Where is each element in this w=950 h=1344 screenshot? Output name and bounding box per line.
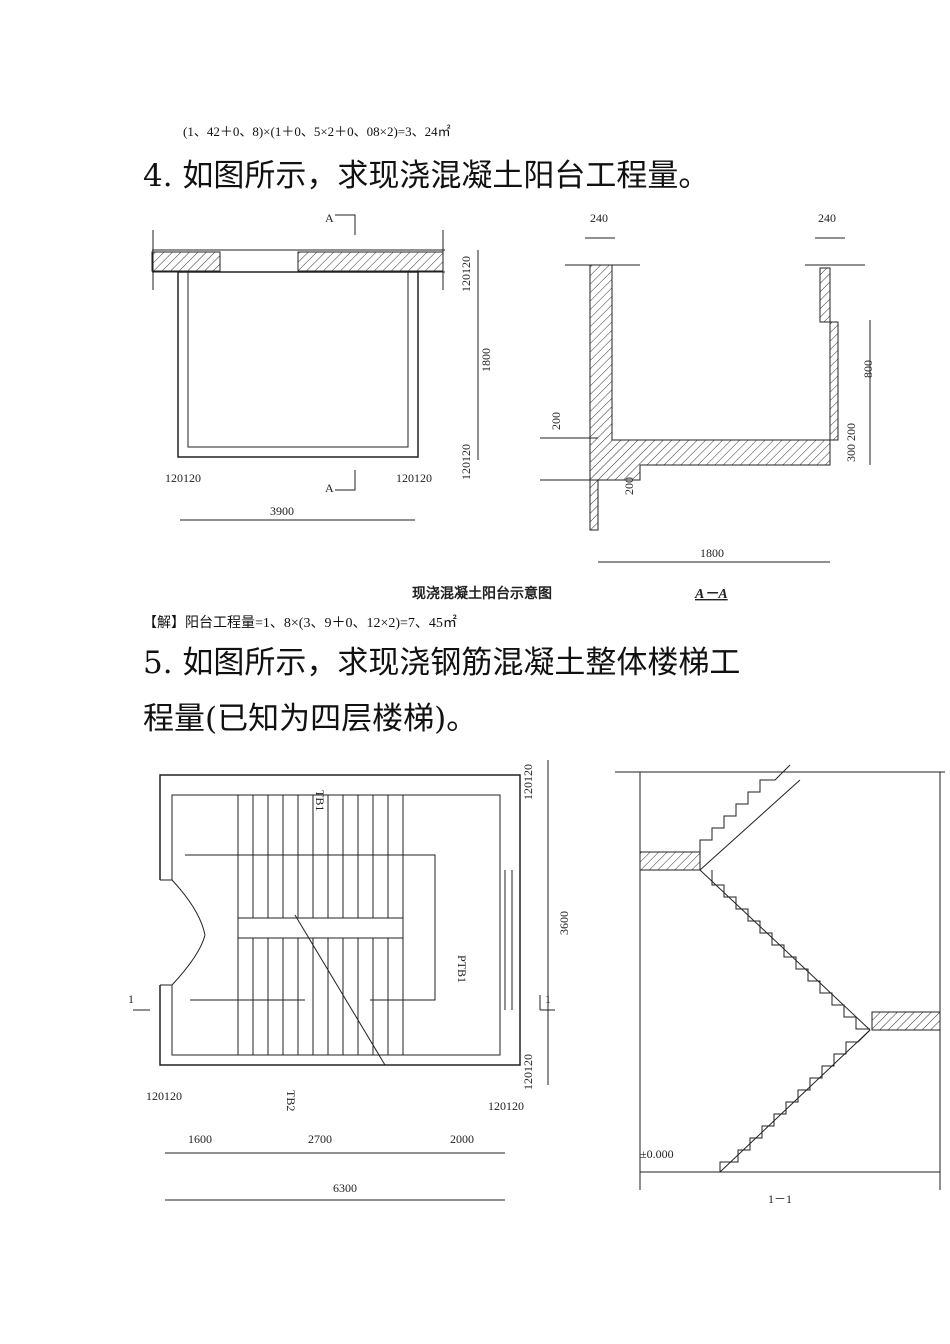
section-mark-top: A — [325, 211, 334, 225]
dim-200-b: 200 — [622, 477, 636, 495]
dim-300-200: 300 200 — [844, 423, 858, 462]
dim-200-a: 200 — [549, 412, 563, 430]
question-5-line2: 程量(已知为四层楼梯)。 — [143, 701, 478, 737]
label-tb1: TB1 — [313, 790, 327, 811]
dim-6300: 6300 — [333, 1181, 357, 1195]
dim-right-stair: 120120 — [488, 1099, 524, 1113]
label-tb2: TB2 — [284, 1090, 298, 1111]
question-4: 4. 如图所示，求现浇混凝土阳台工程量。 — [143, 158, 710, 194]
dim-left-stair: 120120 — [146, 1089, 182, 1103]
section-mark-right: 1 — [545, 992, 551, 1006]
dim-top-stair: 120120 — [521, 764, 535, 800]
dim-2000: 2000 — [450, 1132, 474, 1146]
dim-240-left: 240 — [590, 211, 608, 225]
elevation-label: ±0.000 — [640, 1147, 674, 1161]
dim-800: 800 — [861, 360, 875, 378]
dim-bottom-stair: 120120 — [521, 1054, 535, 1090]
previous-calculation: (1、42＋0、8)×(1＋0、5×2＋0、08×2)=3、24㎡ — [183, 124, 451, 139]
dim-bottom: 120120 — [459, 444, 473, 480]
dim-2700: 2700 — [308, 1132, 332, 1146]
balcony-section — [540, 237, 871, 563]
section-mark-bottom: A — [325, 481, 334, 495]
solution-4: 【解】阳台工程量=1、8×(3、9＋0、12×2)=7、45㎡ — [143, 616, 457, 631]
label-ptb1: PTB1 — [455, 955, 469, 983]
section-1-1-label: 1－1 — [768, 1192, 792, 1206]
stair-plan — [133, 760, 555, 1201]
dim-left: 120120 — [165, 471, 201, 485]
dim-1800-section: 1800 — [700, 546, 724, 560]
dim-240-right: 240 — [818, 211, 836, 225]
figure-caption: 现浇混凝土阳台示意图 — [412, 585, 552, 602]
dim-right: 120120 — [396, 471, 432, 485]
question-5-line1: 5. 如图所示，求现浇钢筋混凝土整体楼梯工 — [143, 645, 741, 681]
section-label: A－A — [694, 587, 728, 602]
balcony-plan — [151, 214, 479, 521]
stair-section — [615, 764, 945, 1190]
dim-3900: 3900 — [270, 504, 294, 518]
dim-top: 120120 — [459, 256, 473, 292]
section-mark-left: 1 — [128, 992, 134, 1006]
dim-3600: 3600 — [557, 911, 571, 935]
dim-1800: 1800 — [479, 348, 493, 372]
dim-1600: 1600 — [188, 1132, 212, 1146]
